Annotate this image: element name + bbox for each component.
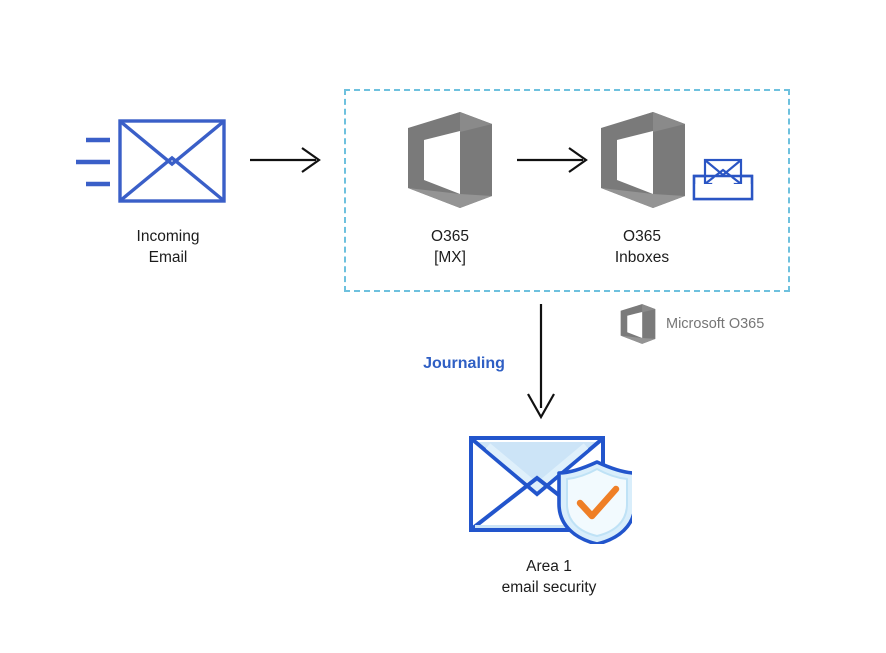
arrow-inbox-to-area1 <box>518 300 564 422</box>
area1-email-security-node[interactable] <box>466 432 637 546</box>
office-365-logo-icon <box>408 112 492 208</box>
incoming-email-label: Incoming Email <box>136 228 200 266</box>
area1-email-security-label: Area 1 email security <box>501 558 597 596</box>
office-365-logo-icon <box>601 112 685 208</box>
inbox-tray-icon <box>692 158 754 201</box>
legend-microsoft-o365-label: Microsoft O365 <box>666 316 765 332</box>
envelope-icon <box>76 119 226 203</box>
o365-mx-label: O365 [MX] <box>431 228 469 266</box>
o365-mx-node[interactable] <box>404 110 496 210</box>
o365-inboxes-node[interactable] <box>597 110 689 210</box>
arrow-mx-to-inbox <box>515 142 591 178</box>
inbox-tray-node[interactable] <box>692 156 754 202</box>
o365-inboxes-label: O365 Inboxes <box>614 228 670 266</box>
journaling-edge-label: Journaling <box>423 355 505 372</box>
office-365-logo-icon <box>620 304 656 344</box>
shielded-envelope-icon <box>469 436 637 546</box>
legend-microsoft-o365: Microsoft O365 <box>619 303 764 345</box>
arrow-incoming-to-mx <box>248 142 324 178</box>
o365-region-boundary <box>344 89 790 292</box>
incoming-email-node[interactable] <box>72 118 232 210</box>
